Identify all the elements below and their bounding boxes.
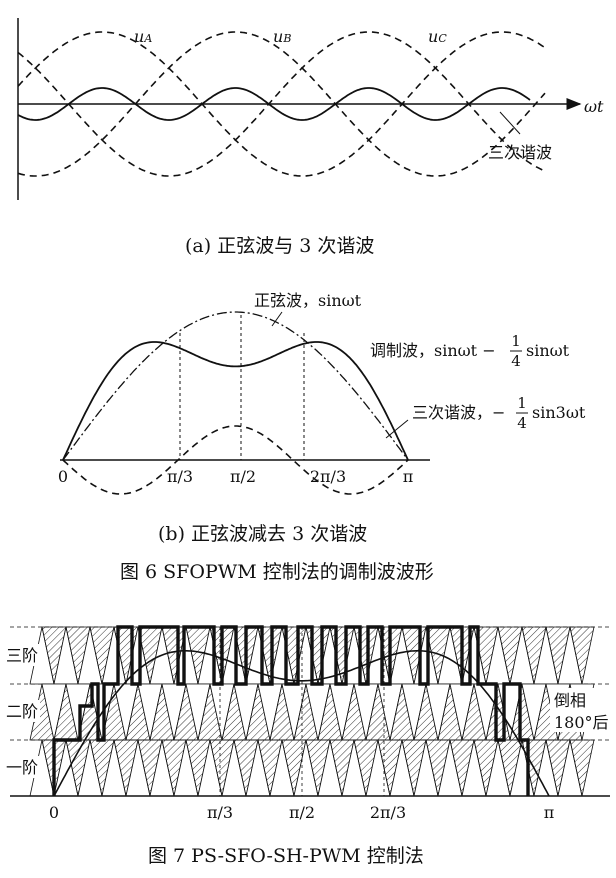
carrier-triangle <box>569 739 595 797</box>
b-tick-pi: π <box>403 467 414 486</box>
level-label-1: 一阶 <box>6 758 38 777</box>
figure-b: 正弦波，sinωt 调制波，sinωt − 1 4 sinωt 三次谐波，− 1… <box>58 291 586 545</box>
svg-text:调制波，sinωt −: 调制波，sinωt − <box>370 341 496 360</box>
label-modulation: 调制波，sinωt − 1 4 sinωt <box>370 332 570 370</box>
f7-tick-pi3: π/3 <box>207 803 233 822</box>
curve-ub <box>17 31 546 177</box>
b-tick-0: 0 <box>58 467 68 486</box>
label-ub: uB <box>273 27 291 46</box>
sine-label-leader <box>271 311 283 327</box>
svg-text:sinωt: sinωt <box>526 341 570 360</box>
label-third-harmonic-b: 三次谐波，− 1 4 sin3ωt <box>412 394 586 432</box>
curve-modulation <box>62 341 409 461</box>
f7-pwm-output <box>52 625 530 796</box>
svg-text:4: 4 <box>511 352 521 370</box>
f7-modulation-curve <box>53 650 550 797</box>
f7-tick-pi: π <box>544 803 555 822</box>
level-label-2: 二阶 <box>6 702 38 721</box>
svg-text:三次谐波，−: 三次谐波，− <box>412 403 505 422</box>
third-label-leader <box>385 419 409 439</box>
phase-inversion-note-line2: 180°后 <box>554 713 609 732</box>
caption-b: (b) 正弦波减去 3 次谐波 <box>158 523 367 545</box>
level-label-3: 三阶 <box>6 646 38 665</box>
carrier-triangle <box>569 626 595 685</box>
svg-text:sin3ωt: sin3ωt <box>532 403 586 422</box>
b-tick-2pi3: 2π/3 <box>310 467 346 486</box>
label-ua: uA <box>134 27 152 46</box>
label-sine: 正弦波，sinωt <box>254 291 362 310</box>
phase-inversion-note-line1: 倒相 <box>554 691 586 710</box>
label-third-harmonic: 三次谐波 <box>488 143 552 162</box>
svg-text:4: 4 <box>517 414 527 432</box>
f7-tick-pi2: π/2 <box>289 803 315 822</box>
f7-tick-0: 0 <box>49 803 59 822</box>
curve-minus-third-harmonic <box>62 425 409 495</box>
caption-a: (a) 正弦波与 3 次谐波 <box>185 235 374 257</box>
svg-text:1: 1 <box>517 394 527 412</box>
label-uc: uC <box>428 27 447 46</box>
svg-text:1: 1 <box>511 332 521 350</box>
b-tick-pi3: π/3 <box>167 467 193 486</box>
curve-uc <box>17 31 546 177</box>
label-omega-t: ωt <box>584 97 604 116</box>
caption-figure-7: 图 7 PS-SFO-SH-PWM 控制法 <box>148 845 424 867</box>
third-harmonic-leader <box>499 111 521 135</box>
curve-sine <box>62 311 409 461</box>
figure-7: 三阶 二阶 一阶 倒相 180°后 0 π/3 π/2 2π/3 π 图 7 P… <box>4 625 614 867</box>
caption-figure-6: 图 6 SFOPWM 控制法的调制波波形 <box>120 561 434 583</box>
b-tick-pi2: π/2 <box>230 467 256 486</box>
figure-a: uA uB uC ωt 三次谐波 (a) 正弦波与 3 次谐波 <box>17 18 604 257</box>
f7-tick-2pi3: 2π/3 <box>370 803 406 822</box>
curve-third-harmonic <box>17 87 531 121</box>
